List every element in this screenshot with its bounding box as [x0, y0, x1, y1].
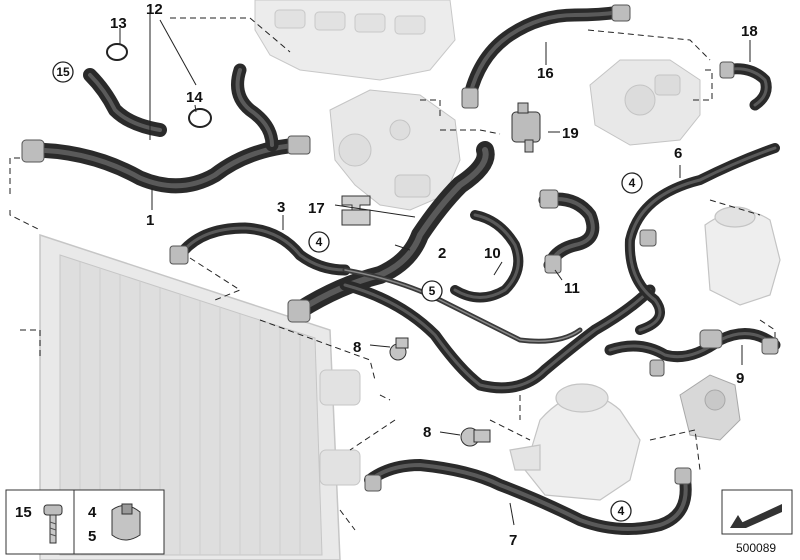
- sensor-8-upper: [389, 337, 409, 361]
- circled-5: 5: [421, 280, 443, 302]
- circled-callouts: 15 4 5 4 4: [52, 61, 643, 522]
- legend-screw-number: 15: [15, 504, 32, 521]
- screw-icon: [43, 504, 63, 544]
- leader-lines: [9, 17, 776, 531]
- sensor-19: [511, 102, 541, 153]
- circled-4-b: 4: [621, 172, 643, 194]
- diagram-number: 500089: [736, 541, 776, 555]
- callout-18: 18: [741, 23, 758, 40]
- callout-16: 16: [537, 65, 554, 82]
- circled-15: 15: [52, 61, 74, 83]
- legend-clamp-number-4: 4: [88, 504, 97, 521]
- connectors: [21, 4, 779, 492]
- water-pump-housing: [329, 89, 461, 211]
- svg-text:4: 4: [629, 176, 636, 190]
- solid-leaders: [119, 12, 751, 526]
- hoses: [22, 5, 781, 535]
- callout-10: 10: [484, 245, 501, 262]
- callout-8-upper: 8: [353, 339, 361, 356]
- auxiliary-water-pump: [679, 374, 741, 441]
- parts-legend: 15 4 5: [5, 489, 165, 555]
- seal-rings: [106, 43, 212, 128]
- callout-9: 9: [736, 370, 744, 387]
- direction-arrow-icon: [730, 504, 782, 528]
- valve-assembly: [589, 59, 701, 146]
- callout-8-lower: 8: [423, 424, 431, 441]
- callout-1: 1: [146, 212, 154, 229]
- callout-14: 14: [186, 89, 203, 106]
- callout-labels: 1 2 3 6 7 8 8 9 10 11 12 13 14 16 17 18 …: [110, 1, 758, 549]
- callout-3: 3: [277, 199, 285, 216]
- seal-14: [188, 108, 212, 128]
- orientation-indicator: 500089: [721, 489, 793, 555]
- callout-2: 2: [438, 245, 446, 262]
- svg-text:15: 15: [56, 65, 70, 79]
- svg-text:5: 5: [429, 284, 436, 298]
- callout-13: 13: [110, 15, 127, 32]
- radiator: [39, 233, 361, 560]
- seal-13: [106, 43, 128, 61]
- circled-4-a: 4: [308, 231, 330, 253]
- clip-17: [341, 195, 371, 226]
- engine-block: [254, 0, 456, 81]
- svg-text:4: 4: [618, 504, 625, 518]
- callout-17: 17: [308, 200, 325, 217]
- expansion-tank-large: [509, 383, 641, 501]
- hose-clamp-icon: [111, 503, 141, 541]
- callout-12: 12: [146, 1, 163, 18]
- legend-clamp-number-5: 5: [88, 528, 96, 545]
- callout-19: 19: [562, 125, 579, 142]
- circled-4-c: 4: [610, 500, 632, 522]
- sensor-8-lower: [460, 427, 491, 447]
- callout-11: 11: [564, 280, 580, 297]
- callout-6: 6: [674, 145, 682, 162]
- callout-7: 7: [509, 532, 517, 549]
- svg-text:4: 4: [316, 235, 323, 249]
- expansion-tank-small: [704, 206, 781, 306]
